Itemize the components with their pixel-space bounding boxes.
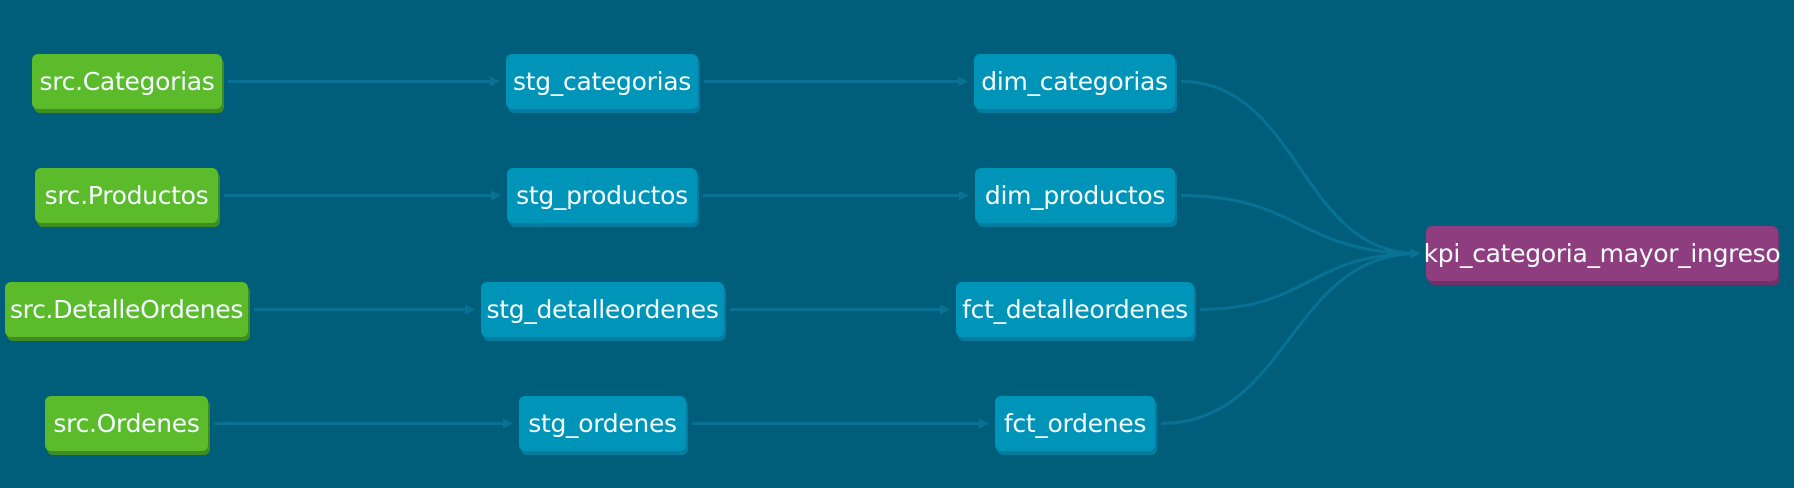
node-stg-detalleordenes[interactable]: stg_detalleordenes xyxy=(481,282,724,337)
node-dim-categorias[interactable]: dim_categorias xyxy=(974,54,1175,109)
node-src-categorias[interactable]: src.Categorias xyxy=(32,54,222,109)
node-stg-productos[interactable]: stg_productos xyxy=(507,168,697,223)
node-kpi-categoria-mayor-ingreso[interactable]: kpi_categoria_mayor_ingreso xyxy=(1424,226,1781,281)
edge-dim_productos-to-kpi xyxy=(1180,194,1420,259)
node-src-ordenes[interactable]: src.Ordenes xyxy=(45,396,208,451)
node-fct-detalleordenes[interactable]: fct_detalleordenes xyxy=(956,282,1194,337)
edge-fct_ordenes-to-kpi xyxy=(1160,248,1420,425)
node-dim-productos[interactable]: dim_productos xyxy=(975,168,1175,223)
node-stg-categorias[interactable]: stg_categorias xyxy=(506,54,698,109)
edge-fct_detalleordenes-to-kpi xyxy=(1199,248,1420,311)
node-fct-ordenes[interactable]: fct_ordenes xyxy=(995,396,1155,451)
node-src-productos[interactable]: src.Productos xyxy=(35,168,218,223)
node-src-detalleordenes[interactable]: src.DetalleOrdenes xyxy=(5,282,248,337)
edge-dim_categorias-to-kpi xyxy=(1180,80,1420,259)
node-stg-ordenes[interactable]: stg_ordenes xyxy=(519,396,686,451)
